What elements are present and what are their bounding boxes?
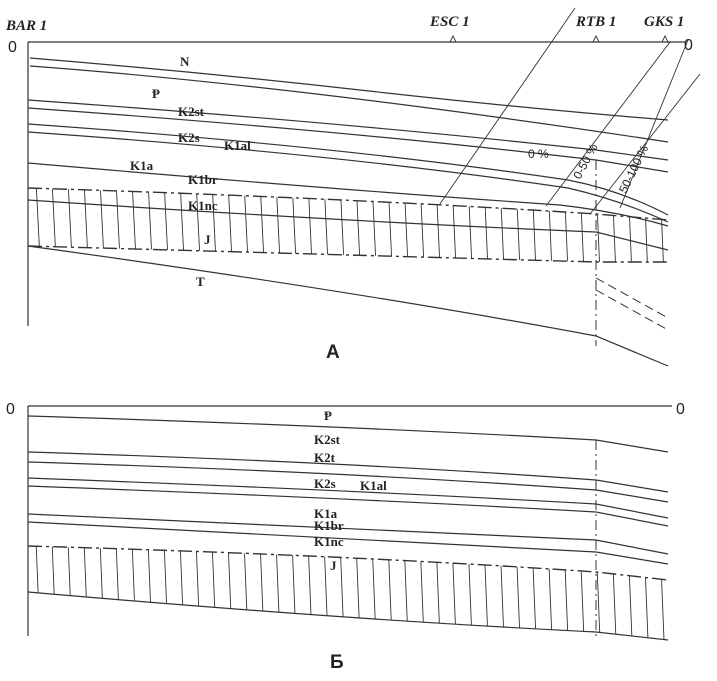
unit-label-n: N [180, 54, 190, 69]
unit-label-pg: Ᵽ [152, 86, 160, 101]
unit-label-k1al: K1al [224, 138, 251, 153]
unit-label-b-k2t: K2t [314, 450, 336, 465]
jurassic-hatch-b [35, 546, 665, 640]
horizon-a-4 [27, 107, 669, 173]
well-track-0-50pct [545, 41, 671, 207]
jurassic-hatch-a [35, 188, 665, 262]
unit-label-k1br: K1br [188, 172, 218, 187]
panel-a-caption: A [326, 342, 340, 363]
percent-label-50-100: 50-100 % [616, 143, 651, 196]
horizon-b-3 [27, 461, 669, 503]
unit-label-k1nc: K1nc [188, 198, 218, 213]
horizon-a-internal [27, 199, 669, 251]
panel-b: 0 0 Ᵽ K2st K2t K2s K1al K1a K1br K1nc J … [6, 401, 685, 673]
unit-label-j: J [204, 232, 211, 247]
unit-label-k2st: K2st [178, 104, 205, 119]
horizon-a-dashed-2 [595, 289, 669, 331]
horizon-b-5 [27, 485, 669, 527]
horizon-a-6 [27, 131, 669, 223]
jurassic-base-b [27, 591, 669, 641]
well-marker-rtb1 [592, 34, 600, 43]
well-marker-gks1 [661, 34, 669, 43]
panel-b-zero-right: 0 [676, 401, 685, 418]
panel-a: BAR 1 ESC 1 RTB 1 GKS 1 0 0 0 % [5, 7, 701, 367]
well-track-50-100pct [589, 73, 701, 215]
horizon-a-3 [27, 99, 669, 161]
horizon-b-6 [27, 513, 669, 555]
unit-label-b-k1al: K1al [360, 478, 387, 493]
well-marker-esc1 [449, 34, 457, 43]
panel-a-zero-left: 0 [8, 39, 17, 56]
unit-label-b-j: J [330, 558, 337, 573]
panel-b-zero-left: 0 [6, 401, 15, 418]
horizon-a-2 [29, 65, 669, 143]
unit-label-b-k1a: K1a [314, 506, 338, 521]
well-label-rtb1: RTB 1 [575, 14, 616, 30]
horizon-a-7 [27, 162, 669, 227]
unit-label-t: T [196, 274, 205, 289]
horizon-b-2 [27, 451, 669, 493]
horizon-b-4 [27, 477, 669, 519]
well-track-0pct [439, 7, 576, 205]
unit-label-k2s: K2s [178, 130, 200, 145]
unit-label-b-k2s: K2s [314, 476, 336, 491]
well-label-bar1: BAR 1 [5, 18, 47, 34]
unit-label-b-k1nc: K1nc [314, 534, 344, 549]
well-label-esc1: ESC 1 [429, 14, 470, 30]
well-track-rtb1 [619, 39, 689, 209]
horizon-a-dashed-1 [595, 277, 669, 319]
horizon-a-5 [27, 123, 669, 216]
panel-b-caption: Б [330, 652, 344, 673]
jurassic-top-a [27, 187, 669, 221]
well-label-gks1: GKS 1 [644, 14, 684, 30]
panel-a-zero-right: 0 [684, 37, 693, 54]
unit-label-b-k2st: K2st [314, 432, 341, 447]
horizon-a-1 [29, 57, 669, 121]
horizon-b-1 [27, 415, 669, 453]
horizon-b-7 [27, 521, 669, 565]
horizon-a-base-t [27, 245, 669, 367]
unit-label-k1a: K1a [130, 158, 154, 173]
unit-label-b-k1br: K1br [314, 518, 344, 533]
unit-label-b-pg: Ᵽ [324, 408, 332, 423]
percent-label-0: 0 % [528, 147, 549, 161]
